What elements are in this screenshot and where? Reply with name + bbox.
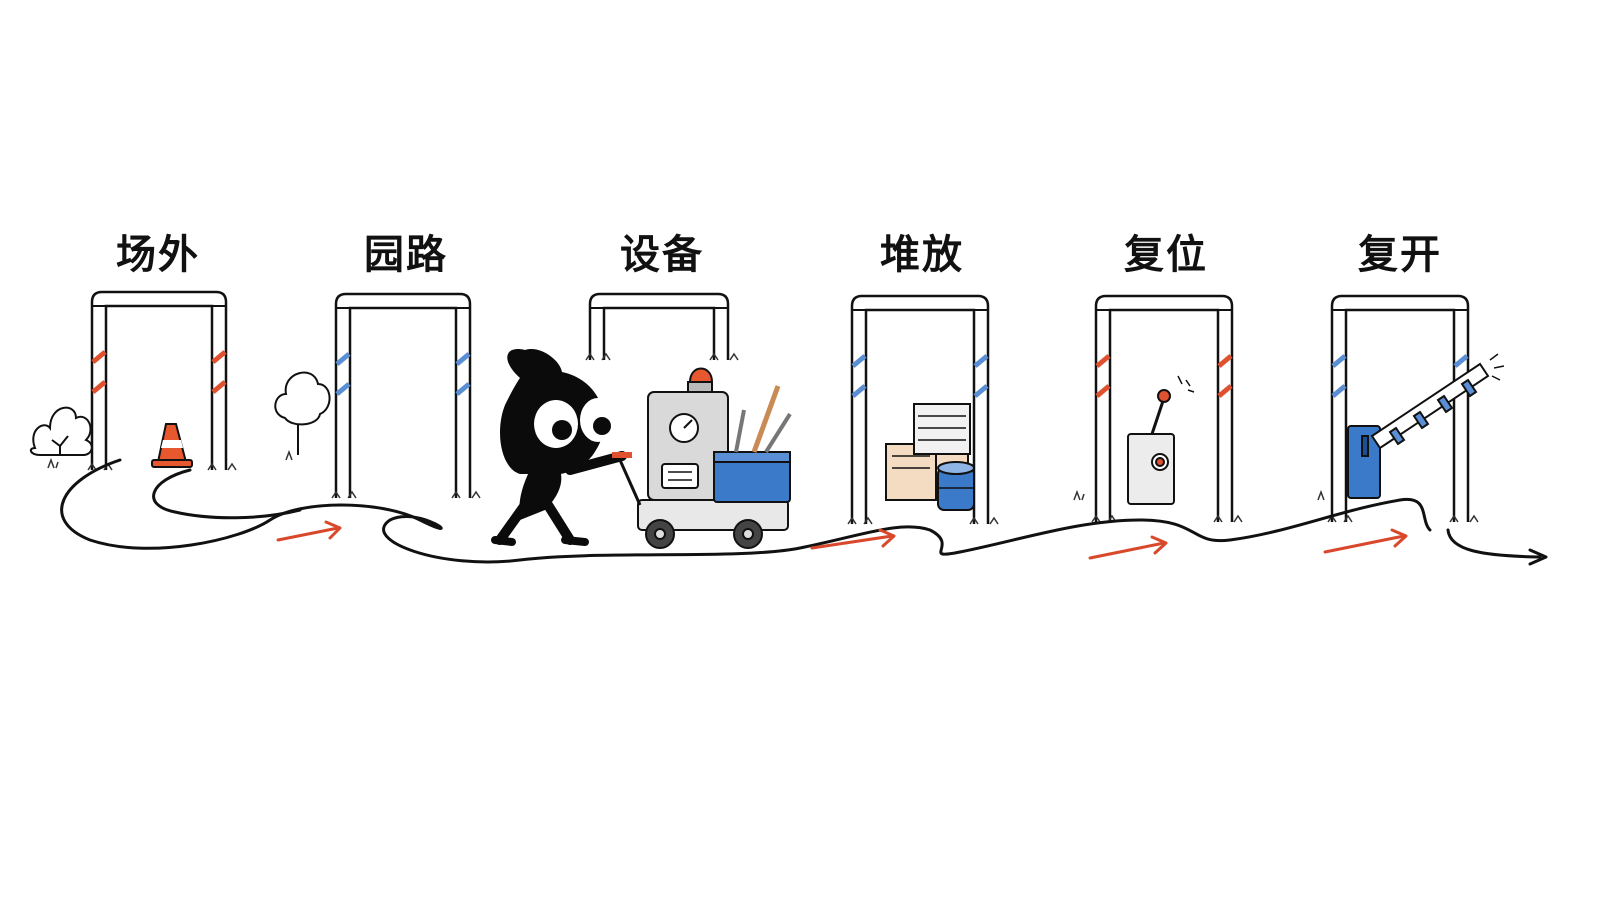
- barrier-gate-icon: [1347, 353, 1505, 499]
- gates-group: [87, 290, 1479, 525]
- bush-icon: [29, 406, 93, 457]
- path-loop-start: [152, 468, 302, 520]
- stage-label-5: 复位: [1124, 232, 1208, 278]
- stage-label-3: 设备: [620, 232, 704, 278]
- equipment-cart-icon: [612, 367, 792, 549]
- barrel-icon: [937, 461, 975, 511]
- character-icon: [491, 349, 627, 546]
- gate-frame-5: [1091, 294, 1243, 523]
- direction-arrow-4: [1323, 528, 1408, 554]
- direction-arrow-2: [810, 528, 896, 550]
- direction-arrow-3: [1088, 535, 1168, 560]
- lever-icon: [1127, 375, 1195, 505]
- winding-path: [60, 458, 1432, 564]
- stage-label-4: 堆放: [880, 232, 964, 278]
- stage-label-6: 复开: [1358, 232, 1442, 278]
- path-end-segment: [1446, 528, 1542, 559]
- gate-frame-4: [847, 294, 999, 525]
- tree-icon: [274, 371, 331, 455]
- gate-frame-1: [87, 290, 237, 471]
- end-arrowhead: [1528, 548, 1548, 566]
- grass-tufts: [47, 449, 1325, 501]
- direction-arrow-1: [276, 520, 342, 542]
- stage-label-2: 园路: [364, 232, 448, 278]
- direction-arrows: [276, 520, 1408, 560]
- stage-label-1: 场外: [116, 232, 200, 278]
- gate-frame-2: [331, 292, 481, 499]
- traffic-cone-icon: [151, 423, 193, 468]
- gate-frame-3: [585, 292, 739, 361]
